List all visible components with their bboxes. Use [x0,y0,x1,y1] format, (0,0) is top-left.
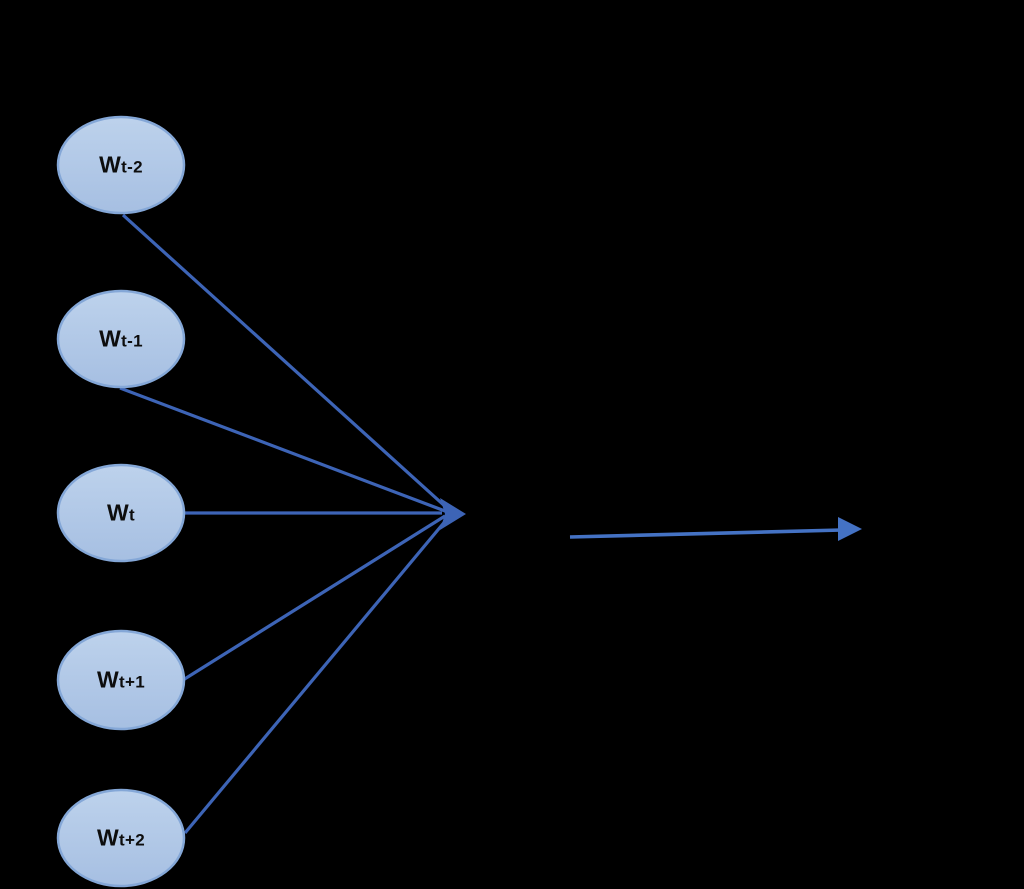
node-label-sub: t-2 [121,157,143,177]
convergence-arrowhead-icon [440,498,466,530]
node-ellipse-wt+1 [56,629,186,731]
output-arrow-line [569,528,843,539]
node-label-main: W [107,499,130,526]
node-ellipse-wt-2 [56,115,186,215]
node-label-sub: t+1 [119,672,145,692]
node-label-wt-1: Wt-1 [99,326,143,353]
node-label-main: W [99,151,122,178]
connector-line-wt+1 [182,514,446,682]
connector-line-wt+2 [183,517,449,835]
connector-line-wt-1 [119,386,446,513]
node-label-wt+1: Wt+1 [97,667,145,694]
node-ellipse-wt [56,463,186,563]
node-label-main: W [97,824,120,851]
node-label-sub: t-1 [121,331,143,351]
node-label-main: W [97,666,120,693]
node-label-wt+2: Wt+2 [97,825,145,852]
node-ellipse-wt-1 [56,289,186,389]
node-ellipse-wt+2 [56,788,186,888]
node-label-sub: t [129,505,135,525]
node-label-main: W [99,325,122,352]
connector-line-wt-2 [121,213,449,510]
node-label-wt: Wt [107,500,135,527]
node-label-sub: t+2 [119,830,145,850]
output-arrowhead-icon [838,517,862,541]
node-label-wt-2: Wt-2 [99,152,143,179]
